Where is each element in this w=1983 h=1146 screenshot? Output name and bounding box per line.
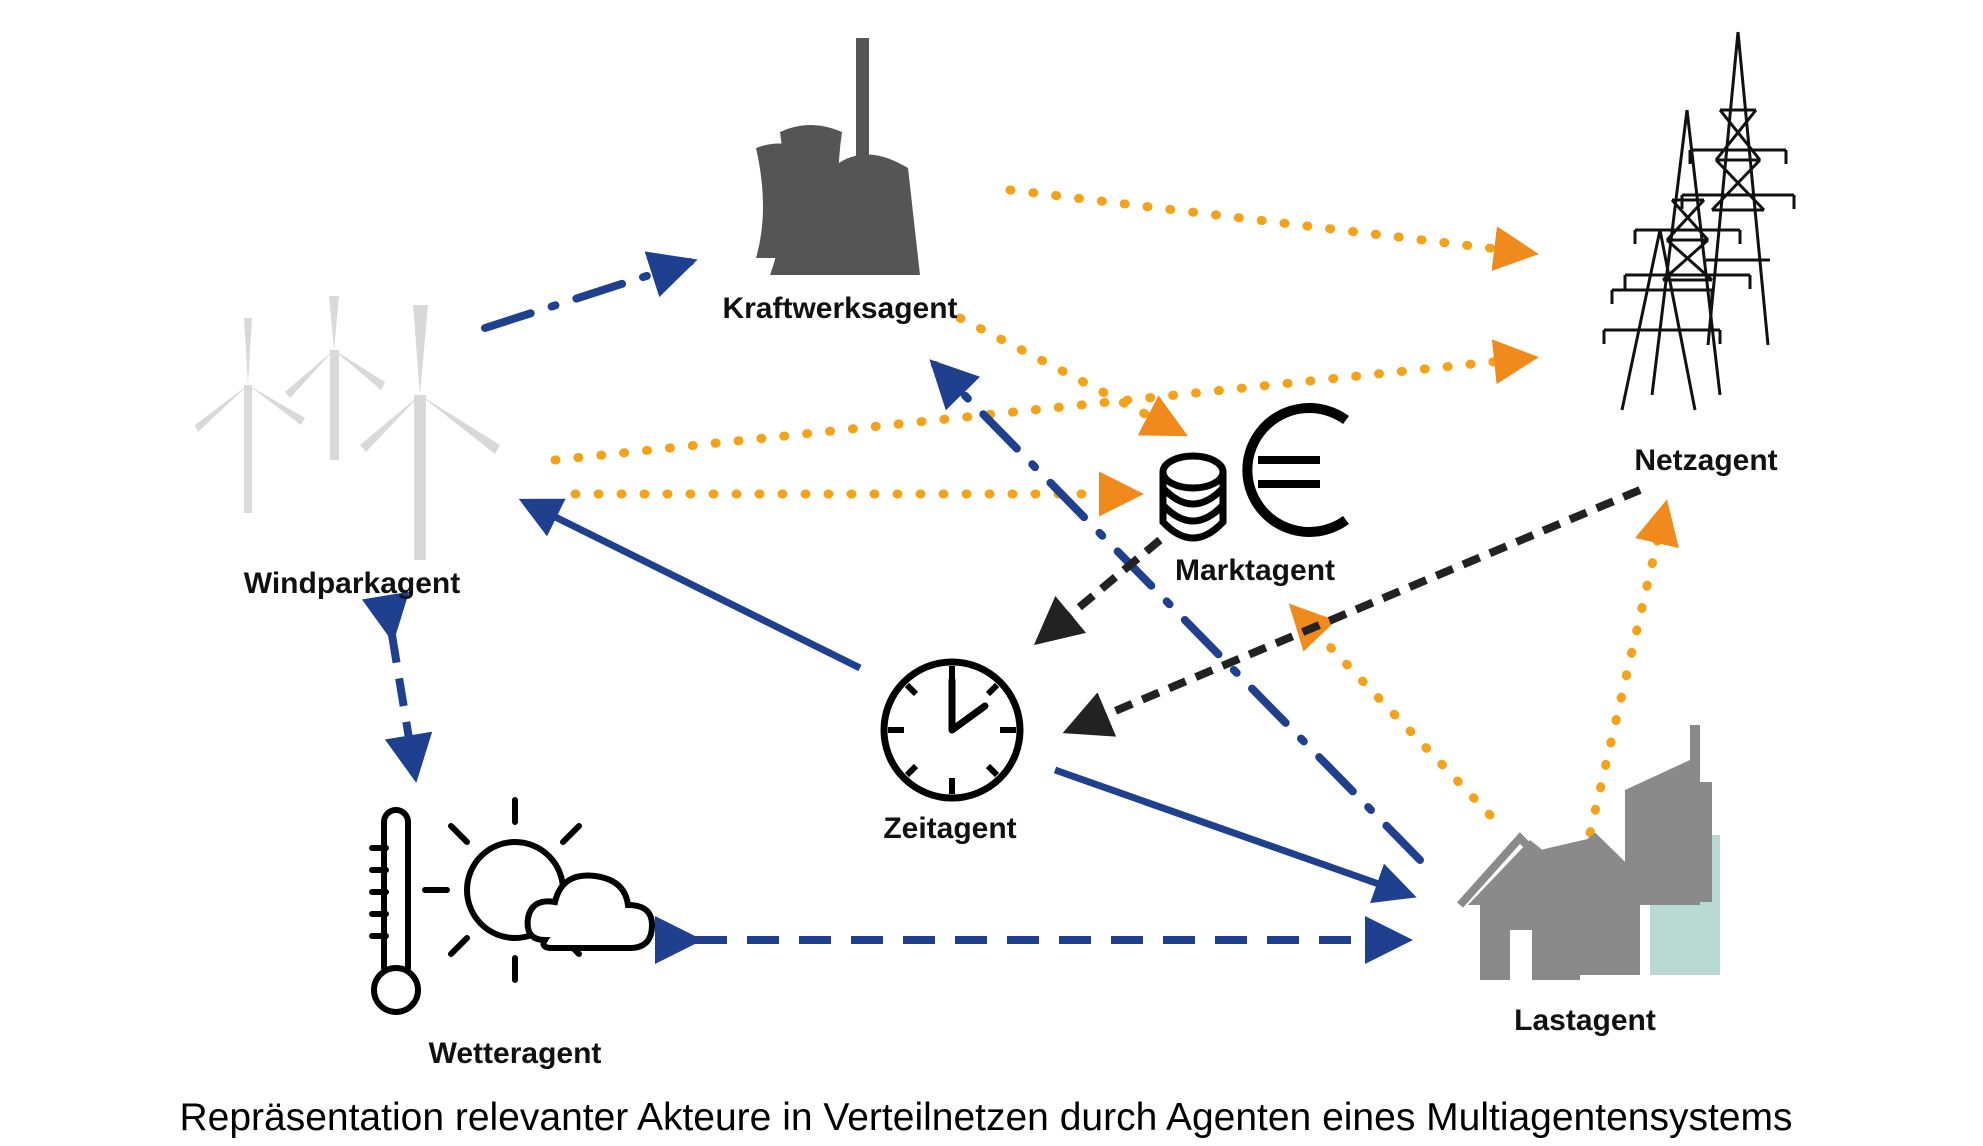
connections	[361, 185, 1679, 964]
netz-label: Netzagent	[1634, 444, 1777, 477]
power-plant-icon	[756, 38, 920, 275]
arrow-windpark-wetter	[361, 591, 433, 783]
arrow-last-to-kraftwerk	[929, 359, 1424, 864]
windpark-label: Windparkagent	[244, 567, 460, 600]
wind-turbine-icon	[195, 296, 500, 560]
arrow-zeit-to-windpark	[518, 498, 862, 672]
arrow-netz-to-zeit	[1062, 486, 1642, 737]
arrow-kraftwerk-to-netz	[1005, 185, 1539, 272]
coins-euro-icon	[1159, 403, 1349, 542]
zeit-label: Zeitagent	[883, 812, 1016, 845]
markt-label: Marktagent	[1175, 554, 1335, 587]
arrow-windpark-to-kraftwerk	[481, 251, 698, 332]
last-label: Lastagent	[1514, 1004, 1656, 1037]
arrow-markt-to-zeit	[1033, 536, 1163, 646]
arrow-last-to-markt	[1288, 603, 1495, 820]
clock-icon	[880, 658, 1024, 802]
arrow-zeit-to-last	[1053, 766, 1417, 904]
arrow-windpark-to-netz	[550, 339, 1539, 465]
arrow-kraftwerk-to-markt	[955, 313, 1188, 437]
wetter-label: Wetteragent	[429, 1037, 602, 1070]
diagram-caption: Repräsentation relevanter Akteure in Ver…	[180, 1096, 1793, 1139]
weather-thermometer-sun-cloud-icon	[369, 797, 656, 1015]
power-pylon-icon	[1602, 31, 1796, 411]
kraftwerk-label: Kraftwerksagent	[722, 292, 957, 325]
arrow-last-to-netz	[1580, 499, 1679, 860]
houses-factory-icon	[1457, 725, 1720, 980]
